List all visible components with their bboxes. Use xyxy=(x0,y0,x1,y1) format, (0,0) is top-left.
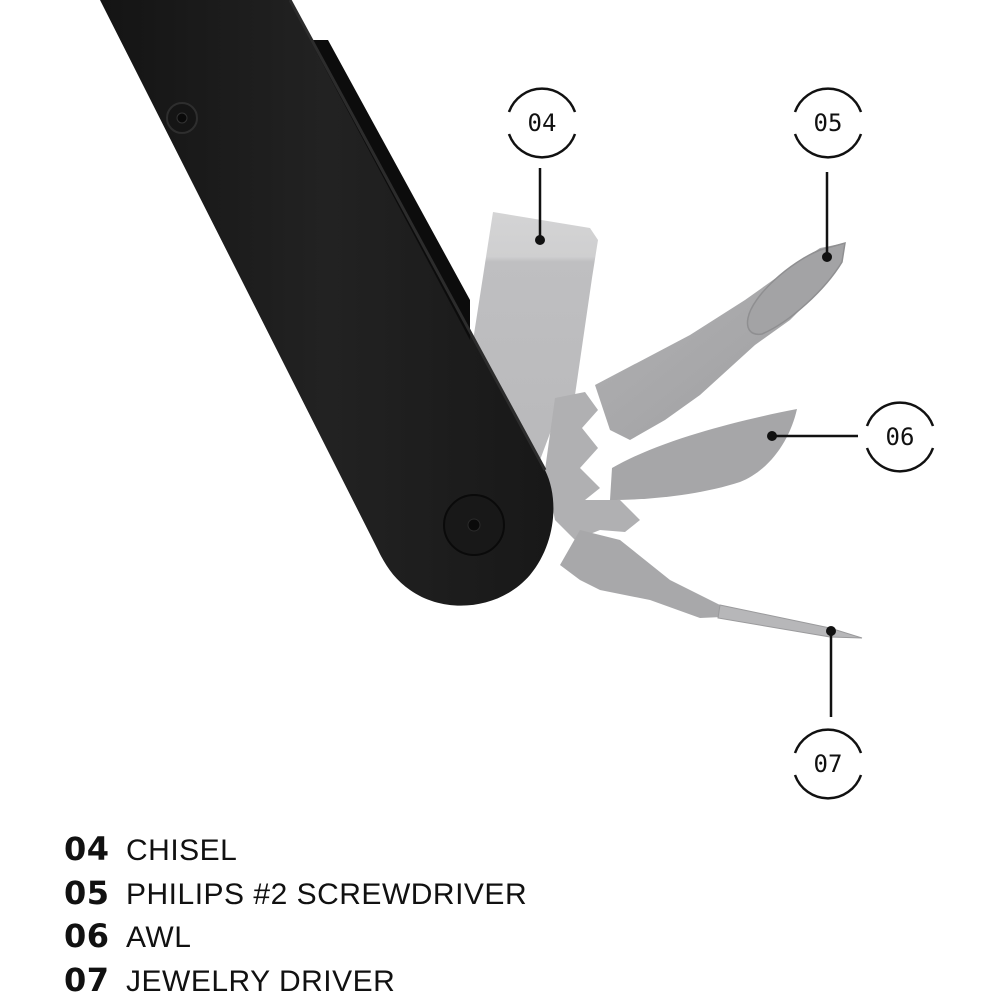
legend-item-screwdriver: 05 PHILIPS #2 SCREWDRIVER xyxy=(64,874,527,918)
callout-04-number: 04 xyxy=(506,87,578,159)
legend-number: 06 xyxy=(64,917,126,955)
legend-number: 04 xyxy=(64,830,126,868)
legend-number: 07 xyxy=(64,961,126,999)
legend-item-chisel: 04 CHISEL xyxy=(64,830,527,874)
callout-05: 05 xyxy=(792,87,864,159)
callout-06-number: 06 xyxy=(864,401,936,473)
legend-label: JEWELRY DRIVER xyxy=(126,965,395,999)
callout-05-number: 05 xyxy=(792,87,864,159)
callout-07-number: 07 xyxy=(792,728,864,800)
parts-legend: 04 CHISEL 05 PHILIPS #2 SCREWDRIVER 06 A… xyxy=(64,830,527,1004)
legend-label: PHILIPS #2 SCREWDRIVER xyxy=(126,878,527,912)
legend-item-jewelry-driver: 07 JEWELRY DRIVER xyxy=(64,961,527,1004)
legend-number: 05 xyxy=(64,874,126,912)
top-screw-icon xyxy=(167,103,197,133)
legend-item-awl: 06 AWL xyxy=(64,917,527,961)
callout-06: 06 xyxy=(864,401,936,473)
callout-04: 04 xyxy=(506,87,578,159)
callout-07: 07 xyxy=(792,728,864,800)
legend-label: CHISEL xyxy=(126,834,237,868)
legend-label: AWL xyxy=(126,921,191,955)
pivot-screw-icon xyxy=(444,495,504,555)
tool-cluster xyxy=(545,243,862,638)
